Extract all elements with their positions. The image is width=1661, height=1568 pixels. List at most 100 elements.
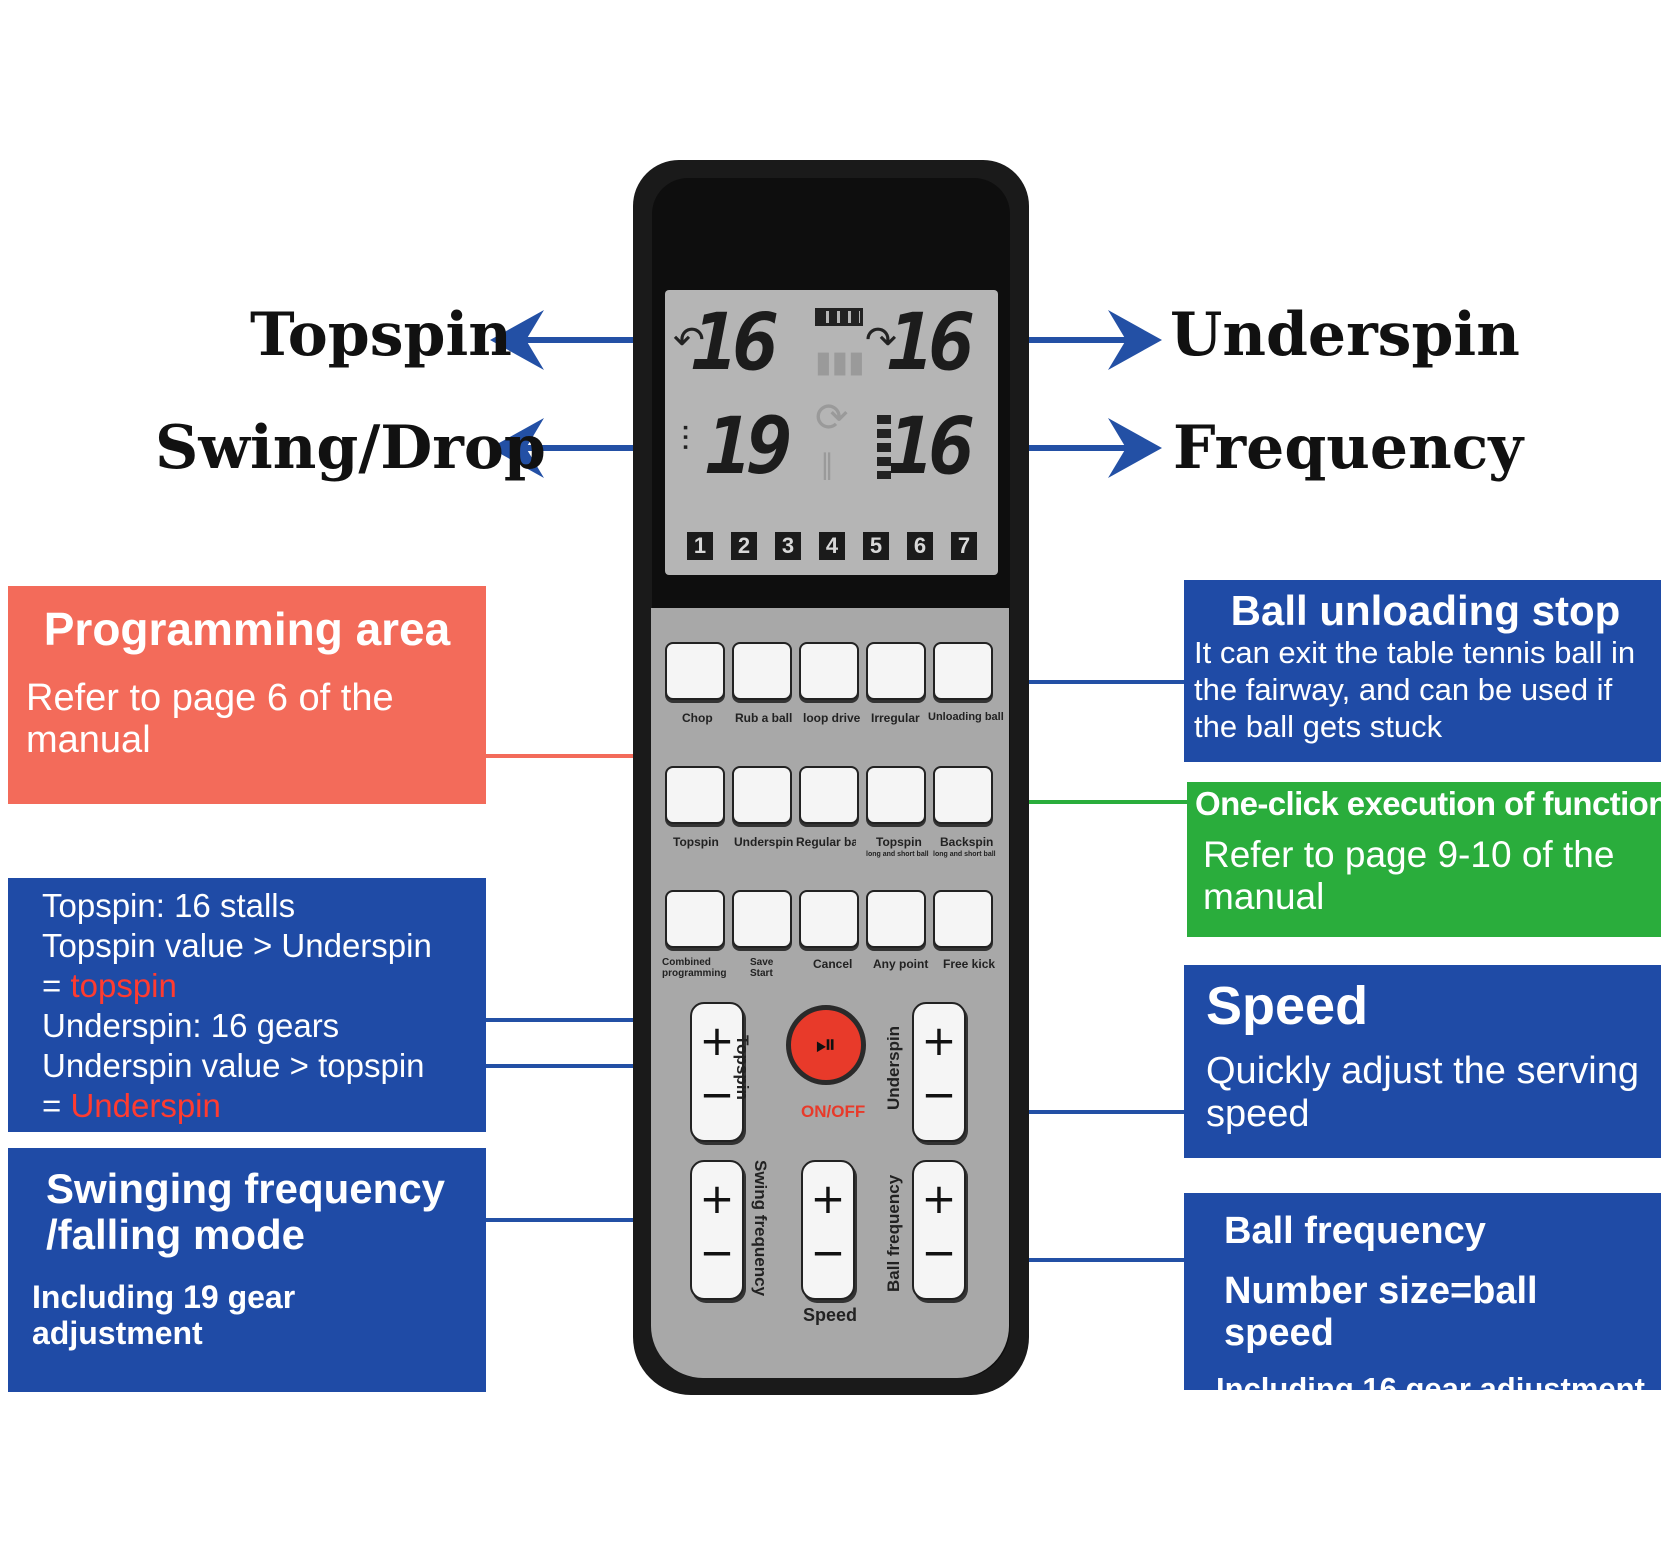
- chop-label: Chop: [682, 711, 713, 725]
- any-point-key[interactable]: [866, 890, 926, 948]
- programming-area-text: Refer to page 6 of the manual: [26, 676, 394, 762]
- swinging-frequency-box: Swinging frequency /falling mode Includi…: [8, 1148, 486, 1392]
- swinging-frequency-title2: /falling mode: [46, 1211, 306, 1259]
- underspin-highlight: Underspin: [70, 1087, 221, 1124]
- ball-frequency-line3: Including 16 gear adjustment: [1216, 1371, 1645, 1407]
- lcd-topspin-value: 16: [691, 298, 779, 388]
- topspin-long-short-key[interactable]: [866, 766, 926, 824]
- topspin-callout: Topspin: [250, 300, 512, 370]
- underspin-key[interactable]: [732, 766, 792, 824]
- program-slot: 3: [775, 532, 801, 560]
- swing-frequency-rocker-label: Swing frequency: [751, 1160, 770, 1297]
- cycle-ghost-icon: ⟳: [815, 395, 849, 441]
- ball-frequency-line2: Number size=ball speed: [1224, 1269, 1538, 1354]
- speed-title: Speed: [1206, 976, 1369, 1036]
- programming-area-title: Programming area: [43, 603, 451, 655]
- chop-key[interactable]: [665, 642, 725, 700]
- spin-info-line4: Underspin: 16 gears: [42, 1007, 340, 1044]
- swing-frequency-rocker[interactable]: + −: [690, 1160, 744, 1300]
- speed-box: Speed Quickly adjust the serving speed: [1184, 965, 1661, 1158]
- irregular-label: Irregular: [871, 711, 920, 725]
- speed-text: Quickly adjust the serving speed: [1206, 1050, 1639, 1135]
- oneclick-box: One-click execution of functions Refer t…: [1187, 782, 1661, 937]
- frequency-callout: Frequency: [1173, 413, 1524, 483]
- on-off-label: ON/OFF: [801, 1102, 866, 1121]
- equals-sign: =: [42, 967, 71, 1004]
- lcd-underspin-value: 16: [887, 298, 975, 388]
- battery-icon: [815, 308, 863, 326]
- frequency-bars-icon: [877, 415, 891, 479]
- ball-unloading-title: Ball unloading stop: [1230, 587, 1621, 634]
- ball-frequency-rocker-label: Ball frequency: [884, 1174, 903, 1292]
- topspin-spin-icon: ↶: [673, 318, 705, 362]
- oneclick-text: Refer to page 9-10 of the manual: [1203, 834, 1615, 917]
- equals-sign: =: [42, 1087, 71, 1124]
- cancel-label: Cancel: [813, 957, 853, 971]
- combined-programming-label: Combined programming: [662, 957, 727, 979]
- topspin-long-short-label: Topspin: [876, 835, 922, 849]
- pause-ghost-icon: ∥: [820, 448, 834, 481]
- program-slot: 2: [731, 532, 757, 560]
- swinging-frequency-title1: Swinging frequency: [46, 1165, 446, 1212]
- program-slot: 6: [907, 532, 933, 560]
- minus-icon[interactable]: −: [810, 1228, 846, 1277]
- irregular-key[interactable]: [866, 642, 926, 700]
- rub-a-ball-label: Rub a ball: [735, 711, 793, 725]
- plus-icon[interactable]: +: [921, 1016, 957, 1065]
- spin-info-line6: = Underspin: [42, 1086, 472, 1126]
- cancel-key[interactable]: [799, 890, 859, 948]
- program-slot: 5: [863, 532, 889, 560]
- underspin-rocker-label: Underspin: [884, 1025, 903, 1110]
- plus-icon[interactable]: +: [921, 1174, 957, 1223]
- program-slot: 7: [951, 532, 977, 560]
- lcd-swing-value: 19: [705, 402, 793, 492]
- underspin-callout: Underspin: [1170, 300, 1520, 370]
- underspin-rocker[interactable]: + −: [912, 1002, 966, 1142]
- free-kick-label: Free kick: [943, 957, 996, 971]
- spin-info-line1: Topspin: 16 stalls: [42, 887, 296, 924]
- regular-ball-key[interactable]: [799, 766, 859, 824]
- plus-icon[interactable]: +: [699, 1016, 735, 1065]
- topspin-key[interactable]: [665, 766, 725, 824]
- minus-icon[interactable]: −: [921, 1228, 957, 1277]
- ball-unloading-box: Ball unloading stop It can exit the tabl…: [1184, 580, 1661, 762]
- underspin-spin-icon: ↷: [865, 318, 897, 362]
- free-kick-key[interactable]: [933, 890, 993, 948]
- power-button[interactable]: ⏯: [786, 1005, 866, 1085]
- minus-icon[interactable]: −: [699, 1228, 735, 1277]
- minus-icon[interactable]: −: [921, 1070, 957, 1119]
- spin-info-box: Topspin: 16 stalls Topspin value > Under…: [8, 878, 486, 1132]
- programming-area-box: Programming area Refer to page 6 of the …: [8, 586, 486, 804]
- lcd-frequency-value: 16: [887, 402, 975, 492]
- spin-info-line2: Topspin value > Underspin: [42, 927, 432, 964]
- ball-frequency-box: Ball frequency Number size=ball speed In…: [1184, 1193, 1661, 1406]
- speed-rocker-label: Speed: [803, 1305, 858, 1325]
- backspin-long-short-sub: long and short ball: [933, 851, 996, 858]
- signal-ghost-icon: ▮▮▮: [815, 345, 865, 380]
- speed-rocker[interactable]: + −: [801, 1160, 855, 1300]
- combined-programming-key[interactable]: [665, 890, 725, 948]
- plus-icon[interactable]: +: [810, 1174, 846, 1223]
- lcd-display: 16 16 19 16 ↶ ↷ ⫶ ▮▮▮ ⟳ ∥: [665, 290, 998, 575]
- swing-drop-icon: ⫶: [681, 420, 690, 460]
- rub-a-ball-key[interactable]: [732, 642, 792, 700]
- topspin-long-short-sub: long and short ball: [866, 851, 929, 858]
- spin-info-line3: = topspin: [42, 966, 472, 1006]
- save-start-label: Save Start: [750, 957, 774, 979]
- ball-frequency-title: Ball frequency: [1224, 1210, 1486, 1252]
- minus-icon[interactable]: −: [699, 1070, 735, 1119]
- loop-drive-label: loop drive: [803, 711, 861, 725]
- swing-drop-callout: Swing/Drop: [155, 413, 546, 483]
- any-point-label: Any point: [873, 957, 929, 971]
- loop-drive-key[interactable]: [799, 642, 859, 700]
- play-pause-icon: ⏯: [815, 1030, 837, 1060]
- save-start-key[interactable]: [732, 890, 792, 948]
- topspin-rocker[interactable]: + −: [690, 1002, 744, 1142]
- backspin-long-short-key[interactable]: [933, 766, 993, 824]
- program-slot: 1: [687, 532, 713, 560]
- plus-icon[interactable]: +: [699, 1174, 735, 1223]
- unloading-ball-label: Unloading ball: [928, 711, 1004, 723]
- ball-frequency-rocker[interactable]: + −: [912, 1160, 966, 1300]
- swinging-frequency-text: Including 19 gear adjustment: [32, 1279, 296, 1351]
- unloading-ball-key[interactable]: [933, 642, 993, 700]
